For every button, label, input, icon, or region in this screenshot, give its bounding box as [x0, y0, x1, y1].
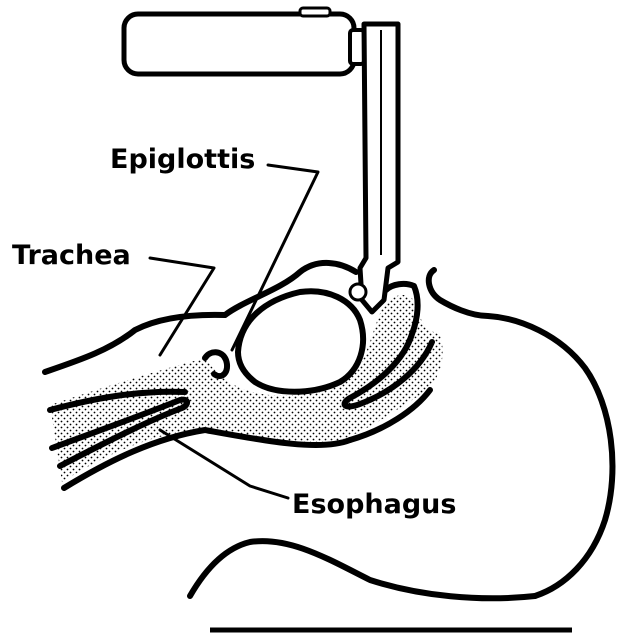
- shoulder-outline: [190, 541, 535, 598]
- tongue-outline: [238, 291, 363, 392]
- laryngoscope-handle: [124, 14, 354, 74]
- epiglottis-label: Epiglottis: [110, 144, 255, 175]
- head-outline: [429, 270, 613, 596]
- epiglottis-leader: [232, 165, 318, 350]
- blade-bulb: [350, 284, 366, 300]
- trachea-leader: [150, 258, 214, 355]
- nasopharynx-outline: [225, 263, 356, 315]
- esophagus-label: Esophagus: [292, 489, 456, 520]
- trachea-label: Trachea: [12, 240, 131, 271]
- laryngoscope-blade: [360, 24, 398, 312]
- handle-cap: [300, 8, 330, 16]
